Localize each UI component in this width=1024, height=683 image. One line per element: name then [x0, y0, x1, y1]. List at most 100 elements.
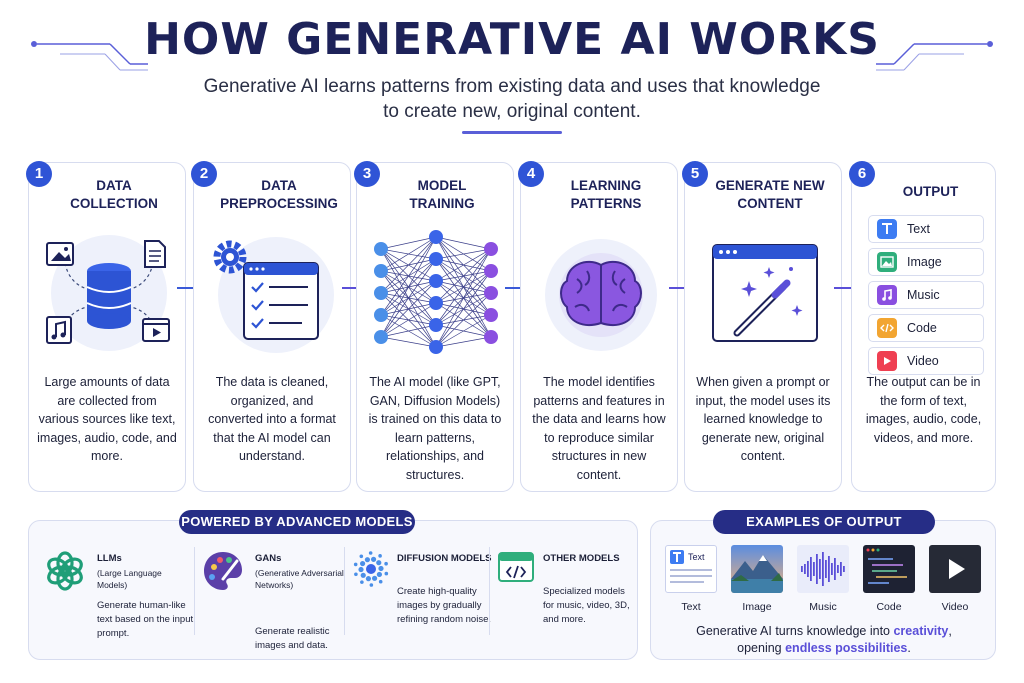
wave-bar	[801, 566, 803, 572]
step-number-badge: 1	[26, 161, 52, 187]
output-type-list: Text Image Music Code Video	[868, 215, 984, 380]
output-item-label: Music	[907, 288, 940, 302]
step-title: MODEL TRAINING	[377, 177, 507, 213]
example-code-thumbnail	[863, 545, 915, 593]
nn-connection	[380, 236, 437, 338]
diffusion-dot	[378, 554, 382, 558]
diffusion-dot	[384, 571, 389, 576]
wave-bar	[804, 564, 806, 574]
nn-connection	[380, 236, 437, 250]
play-icon	[949, 559, 965, 579]
nn-connection	[435, 248, 492, 304]
step-title-line-2: COLLECTION	[70, 196, 158, 211]
circuit-decoration-right	[876, 41, 993, 71]
tagline-text: Generative AI turns knowledge into	[696, 624, 894, 638]
model-description: Specialized models for music, video, 3D,…	[543, 586, 630, 625]
nn-connection	[380, 236, 437, 272]
nn-connection	[435, 292, 492, 348]
diffusion-dot	[376, 560, 382, 566]
subtitle-underline	[462, 131, 562, 134]
example-label: Music	[809, 601, 837, 613]
wave-bar	[822, 552, 824, 586]
tagline-highlight: creativity	[893, 624, 949, 638]
image-icon	[877, 252, 897, 272]
model-full-name: (Large Language Models)	[97, 568, 162, 590]
output-item-label: Video	[907, 354, 939, 368]
nn-connection	[435, 248, 492, 282]
diffusion-dot	[359, 554, 364, 559]
nn-node	[429, 340, 443, 354]
step-description: The AI model (like GPT, GAN, Diffusion M…	[368, 375, 502, 482]
page-title: HOW GENERATIVE AI WORKS	[144, 14, 880, 65]
example-video-thumbnail	[929, 545, 981, 593]
step-number-badge: 5	[682, 161, 708, 187]
diffusion-dot	[369, 583, 374, 587]
divider	[194, 547, 195, 635]
nn-connection	[435, 248, 492, 260]
diffusion-dot	[354, 572, 358, 577]
step-description: The data is cleaned, organized, and conv…	[208, 375, 336, 463]
wave-bar	[813, 562, 815, 576]
subtitle-line-1: Generative AI learns patterns from exist…	[203, 76, 821, 97]
output-item-code: Code	[868, 314, 984, 342]
output-item-label: Text	[907, 222, 930, 236]
nn-connection	[435, 270, 492, 348]
step-title-line-1: DATA	[96, 178, 132, 193]
text-icon	[877, 219, 897, 239]
example-music: Music	[795, 545, 851, 613]
step-title-line-2: PREPROCESSING	[220, 196, 338, 211]
sound-wave-icon	[801, 552, 845, 586]
nn-connection	[380, 236, 437, 294]
model-full-name: (Generative Adversarial Networks)	[255, 568, 344, 590]
nn-node	[374, 308, 388, 322]
step-title-line-1: DATA	[261, 178, 297, 193]
page-subtitle: Generative AI learns patterns from exist…	[162, 74, 862, 124]
nn-node	[374, 242, 388, 256]
example-music-thumbnail	[797, 545, 849, 593]
example-text: Text Text	[663, 545, 719, 613]
diffusion-dot	[366, 564, 376, 574]
magic-wand-window-icon	[712, 244, 818, 342]
diffusion-dot	[371, 575, 378, 581]
nn-node	[429, 296, 443, 310]
example-image: Image	[729, 545, 785, 613]
neural-network-icon	[374, 230, 498, 354]
divider	[344, 547, 345, 635]
tagline-text: opening	[737, 641, 786, 655]
example-video: Video	[927, 545, 983, 613]
model-description: Create high-quality images by gradually …	[397, 586, 491, 625]
examples-panel: EXAMPLES OF OUTPUT Text Text	[650, 510, 996, 660]
step-title-line-1: GENERATE NEW	[715, 178, 825, 193]
example-label: Video	[941, 601, 969, 613]
nn-connection	[380, 236, 437, 316]
nn-node	[429, 230, 443, 244]
nn-connection	[380, 324, 437, 338]
step-number-badge: 2	[191, 161, 217, 187]
wave-bar	[807, 561, 809, 577]
models-panel: POWERED BY ADVANCED MODELS LLMs (Large L…	[28, 510, 638, 660]
wave-bar	[840, 562, 842, 576]
step-title-line-2: TRAINING	[409, 196, 475, 211]
diffusion-icon	[353, 551, 389, 587]
nn-connection	[435, 248, 492, 326]
wave-bar	[834, 558, 836, 580]
code-icon	[877, 318, 897, 338]
wave-bar	[828, 556, 830, 582]
step-data-collection: 1 DATA COLLECTION	[26, 161, 186, 492]
nn-connection	[435, 236, 492, 250]
wave-bar	[825, 560, 827, 578]
model-name: GANs	[255, 553, 282, 564]
output-item-video: Video	[868, 347, 984, 375]
step-title: GENERATE NEW CONTENT	[705, 177, 835, 213]
subtitle-line-2: to create new, original content.	[383, 101, 641, 122]
output-item-text: Text	[868, 215, 984, 243]
diffusion-dot	[360, 560, 366, 567]
wave-bar	[819, 559, 821, 579]
database-icon	[86, 263, 132, 329]
model-name: DIFFUSION MODELS	[397, 553, 492, 564]
diffusion-dot	[365, 576, 372, 582]
nn-connection	[380, 302, 437, 338]
tagline-highlight: endless possibilities	[785, 641, 908, 655]
nn-connection	[435, 336, 492, 348]
models-panel-badge: POWERED BY ADVANCED MODELS	[179, 510, 415, 534]
